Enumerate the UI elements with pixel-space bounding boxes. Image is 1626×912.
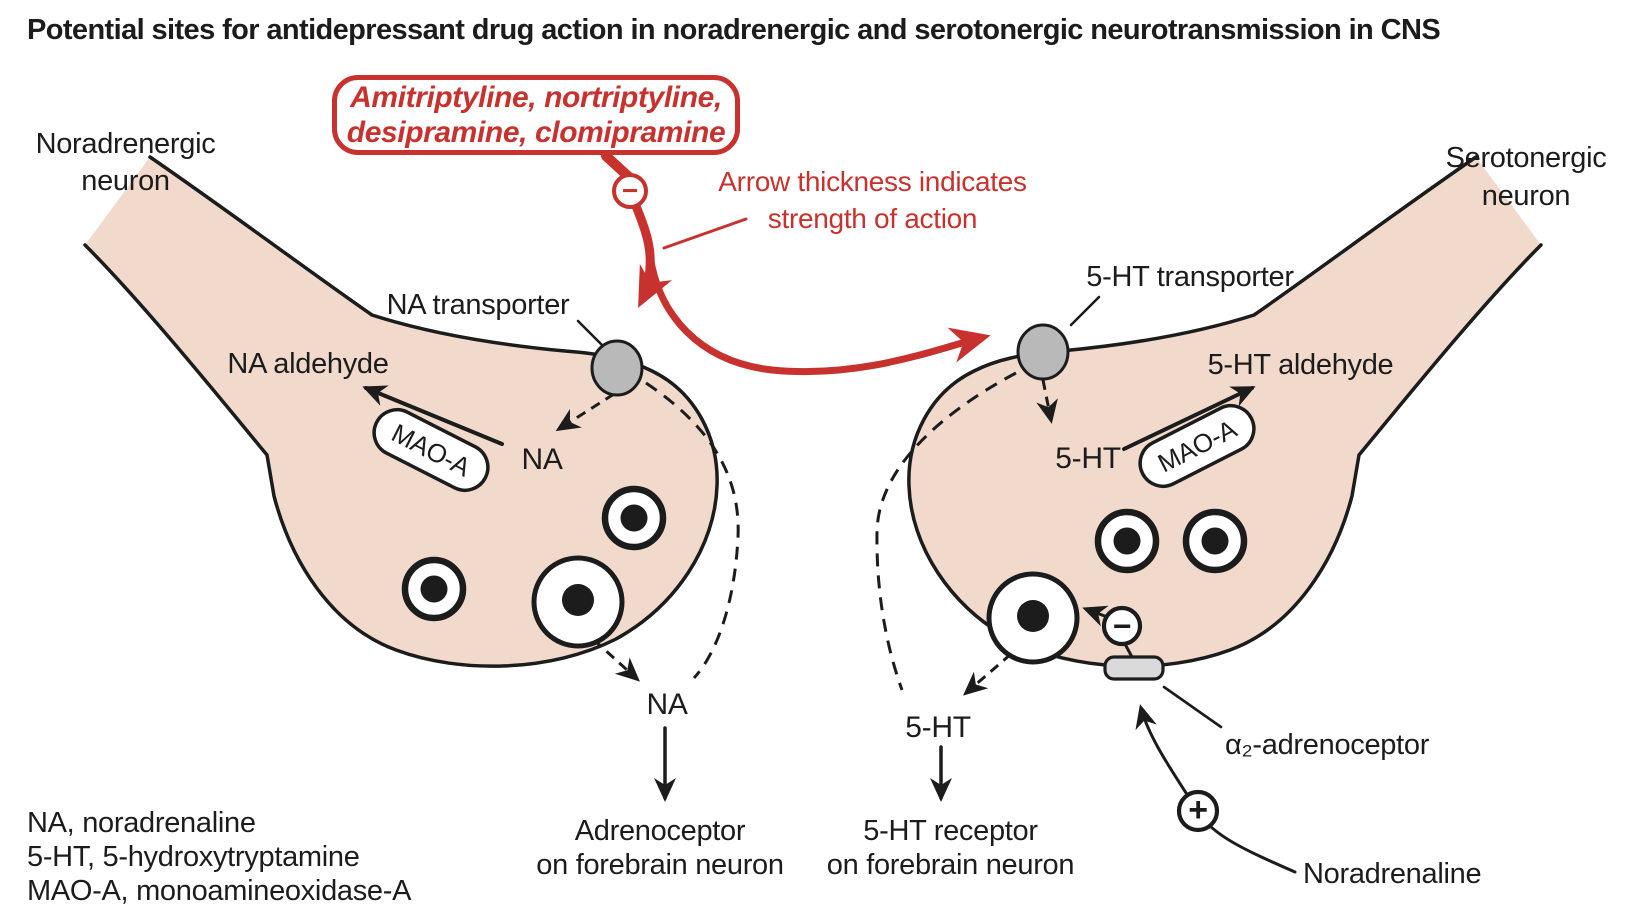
mao-a-capsule-right — [1138, 403, 1256, 489]
na-released-label: NA — [646, 688, 688, 721]
adrenoceptor-caption: Adrenoceptor on forebrain neuron — [536, 815, 784, 881]
alpha2-to-minus-line — [1123, 642, 1134, 659]
noradrenergic-neuron-label: Noradrenergic neuron — [35, 128, 216, 197]
vesicle — [1094, 508, 1160, 574]
noradrenaline-label: Noradrenaline — [1303, 858, 1482, 890]
drug-names-box: Amitriptyline, nortriptyline, desipramin… — [332, 75, 740, 155]
mao-a-capsule-left — [372, 407, 490, 493]
stimulation-sign-circle — [1176, 789, 1220, 833]
serotonin-uptake-dashed-arrow — [1036, 379, 1058, 424]
alpha2-leader-line — [1162, 685, 1223, 729]
inhibition-sign-circle-black — [1101, 605, 1143, 647]
serotonin-aldehyde-label: 5-HT aldehyde — [1207, 349, 1394, 381]
na-aldehyde-label: NA aldehyde — [227, 348, 389, 380]
alpha2-adrenoceptor-label: α₂-adrenoceptor — [1225, 729, 1430, 761]
drug-names-line1: Amitriptyline, nortriptyline, — [350, 81, 722, 114]
fusing-vesicle — [986, 571, 1080, 665]
drug-arrow-stem — [601, 151, 634, 182]
na-transporter-label: NA transporter — [386, 289, 570, 321]
vesicle — [401, 556, 467, 622]
abbreviation-legend: NA, noradrenaline 5-HT, 5-hydroxytryptam… — [27, 807, 412, 907]
serotonin-transporter-leader-line — [1069, 295, 1101, 327]
arrow-thickness-annotation: Arrow thickness indicates strength of ac… — [718, 166, 1027, 234]
diagram-title: Potential sites for antidepressant drug … — [27, 14, 1441, 46]
serotonin-transporter-protein — [1016, 323, 1070, 381]
inhibition-minus-sign-black: − — [1112, 607, 1132, 644]
drug-arrow-to-serotonin-transporter — [646, 251, 991, 376]
fusing-vesicle — [531, 555, 625, 649]
alpha2-adrenoceptor-protein — [1103, 655, 1165, 681]
inhibition-sign-circle-red — [612, 173, 648, 209]
serotonin-released-label: 5-HT — [905, 711, 971, 744]
serotonin-intracellular-label: 5-HT — [1055, 442, 1121, 475]
na-transporter-leader-line — [576, 319, 607, 350]
serotonin-release-dashed-arrow — [962, 652, 1012, 696]
stimulation-plus-sign: + — [1188, 790, 1208, 829]
vesicle — [601, 485, 667, 551]
na-intracellular-label: NA — [521, 443, 563, 476]
serotonin-recycling-dashed-arc — [875, 371, 1017, 691]
na-transporter-protein — [590, 339, 644, 397]
na-release-dashed-arrow — [592, 638, 640, 682]
drug-arrow-to-na-transporter — [631, 201, 673, 308]
na-recycling-dashed-arc — [645, 381, 740, 680]
serotonin-to-aldehyde-arrow — [1122, 386, 1256, 451]
vesicle — [1182, 508, 1248, 574]
na-to-aldehyde-arrow — [362, 385, 504, 446]
na-uptake-dashed-arrow — [555, 392, 615, 432]
serotonin-receptor-caption: 5-HT receptor on forebrain neuron — [826, 815, 1075, 881]
drug-names-line2: desipramine, clomipramine — [346, 116, 726, 149]
serotonin-transporter-label: 5-HT transporter — [1086, 261, 1294, 293]
serotonergic-neuron-label: Serotonergic neuron — [1445, 142, 1607, 212]
inhibition-minus-sign-red: − — [621, 175, 639, 206]
annotation-leader-line — [662, 217, 748, 250]
